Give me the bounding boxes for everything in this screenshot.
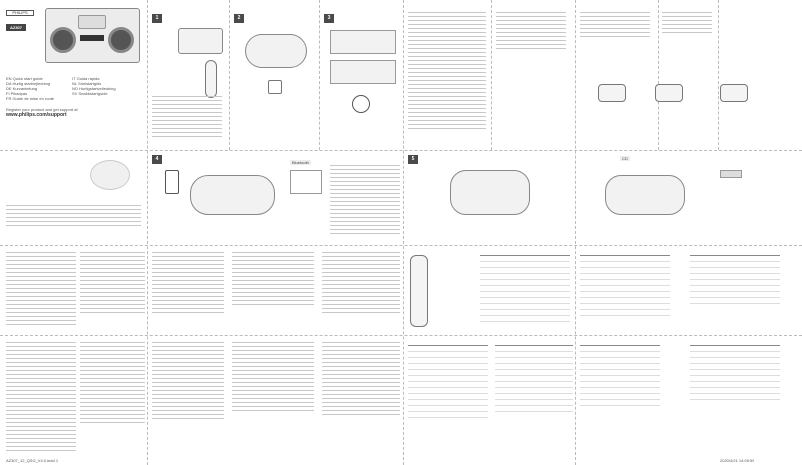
remote-key-table [480,255,570,322]
instructions-col-5 [322,252,400,316]
remote-key-table-4 [580,345,660,406]
box-contents-illustration [178,28,223,54]
language-item: FR Guide de mise en route [6,96,55,101]
bt-label: Bluetooth [290,160,311,165]
remote-battery-1 [598,84,626,102]
instructions-col-4 [232,252,314,308]
language-item: DE Kurzanleitung [6,86,38,91]
display-panel [80,35,104,41]
step-number: 2 [234,14,244,23]
philips-logo: PHILIPS [6,10,34,16]
model-badge: AZ307 [6,24,26,31]
step-text-block [408,12,486,132]
instructions-col-10 [322,342,400,418]
power-icon [352,95,370,113]
language-list: EN Quick start guide DA Hurtig startvejl… [6,76,126,101]
language-index [496,12,566,52]
legal-text [6,205,141,229]
unit-top-view [245,34,307,68]
usb-key-table [690,255,780,304]
step-number: 5 [408,155,418,164]
phone-icon [165,170,179,194]
instructions-col-9 [232,342,314,414]
instructions-col-6 [6,342,76,454]
language-index-3 [662,12,712,36]
bt-instructions [330,165,400,237]
step-number: 1 [152,14,162,23]
remote-diagram [410,255,428,327]
product-image [45,8,140,63]
remote-battery-2 [655,84,683,102]
register-url[interactable]: www.philips.com/support [6,112,67,118]
unit-usb-insert [605,175,685,215]
instructions-col-2 [80,252,145,316]
cd-label: CD [620,156,630,161]
language-item: SV Snabbstartguide [72,91,108,96]
language-item: NO Hurtigstartveiledning [72,86,116,91]
footer-file-label: AZ307_12_QSG_V4.0.indd 1 [6,458,59,463]
footer-timestamp: 2020/4/21 14:09:59 [720,458,755,463]
unit-cd-insert [450,170,530,215]
instructions-col-3 [152,252,224,316]
language-item: EN Quick start guide [6,76,43,81]
box-contents-list [152,96,222,140]
battery-compartment-2 [330,60,396,84]
instructions-col-7 [80,342,145,426]
instructions-col-1 [6,252,76,328]
language-list-2: IT Guida rapida NL Snelstartgids NO Hurt… [72,76,142,96]
philips-footer-logo [90,160,130,190]
speaker-right-icon [108,27,134,53]
cd-key-table [580,255,670,316]
instructions-col-8 [152,342,224,422]
phone-screen-illustration [290,170,322,194]
language-item: IT Guida rapida [72,76,100,81]
remote-battery-3 [720,84,748,102]
remote-key-table-3 [495,345,573,412]
language-item: NL Snelstartgids [72,81,102,86]
remote-key-table-5 [690,345,780,400]
speaker-left-icon [50,27,76,53]
register-text: Register your product and get support at [6,107,78,112]
battery-compartment [330,30,396,54]
usb-stick-icon [720,170,742,178]
language-item: DA Hurtig startvejledning [6,81,51,86]
cd-lid [78,15,106,29]
step-number: 3 [324,14,334,23]
remote-key-table-2 [408,345,488,418]
language-index-2 [580,12,650,40]
plug-icon [268,80,282,94]
remote-control [205,60,217,98]
unit-bluetooth-view [190,175,275,215]
language-item: FI Pikaopas [6,91,28,96]
step-number: 4 [152,155,162,164]
